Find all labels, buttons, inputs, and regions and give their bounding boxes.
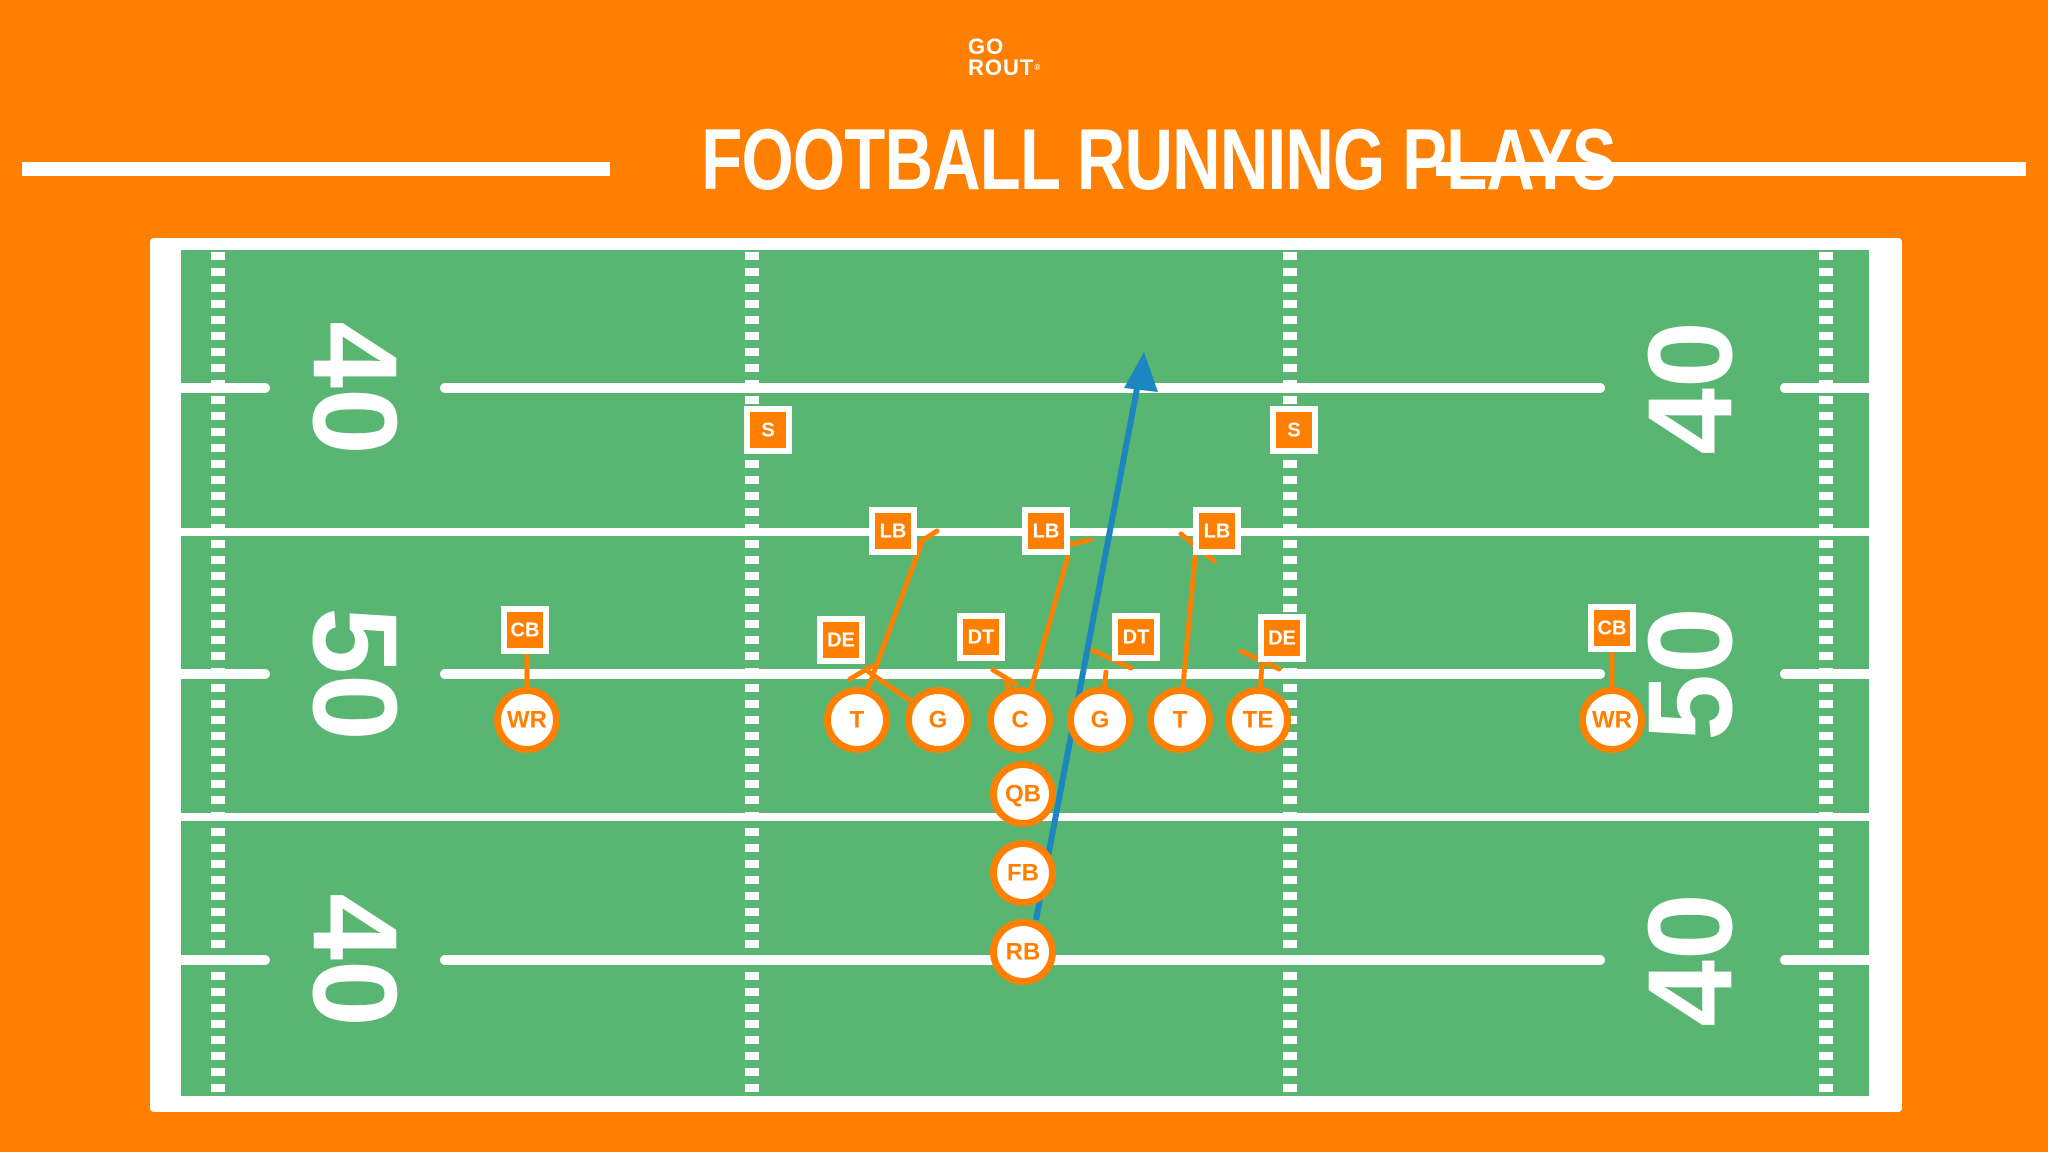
logo-line-2: ROUT® <box>968 55 1042 80</box>
player-disc <box>1074 694 1126 746</box>
player-box-fill <box>750 412 786 448</box>
player-label: DE <box>827 629 855 651</box>
offense-player: T <box>1147 687 1213 753</box>
yard-number-right-1: 40 <box>1624 321 1758 454</box>
goroute-logo: GO ROUT® <box>968 34 1080 80</box>
player-label: LB <box>880 520 907 542</box>
defense-player: S <box>1270 406 1318 454</box>
offense-player: RB <box>990 919 1056 985</box>
defense-player: LB <box>869 507 917 555</box>
player-label: C <box>1011 706 1028 733</box>
player-disc <box>501 694 553 746</box>
player-disc <box>997 768 1049 820</box>
player-box-fill <box>1594 610 1630 646</box>
ball-carrier-route <box>1033 352 1158 921</box>
player-label: LB <box>1204 520 1231 542</box>
player-label: FB <box>1007 859 1039 886</box>
player-box-fill <box>1028 513 1064 549</box>
title-rule-left <box>22 162 610 176</box>
player-box-fill <box>1199 513 1235 549</box>
player-box-fill <box>823 622 859 658</box>
defense-player: CB <box>1588 604 1636 652</box>
player-disc <box>1154 694 1206 746</box>
player-disc <box>1586 694 1638 746</box>
player-label: CB <box>511 619 540 641</box>
player-label: S <box>761 419 774 441</box>
offense-player: G <box>1067 687 1133 753</box>
offense-player: FB <box>990 840 1056 906</box>
offense-player: G <box>905 687 971 753</box>
player-label: CB <box>1598 617 1627 639</box>
player-box-fill <box>1276 412 1312 448</box>
player-disc <box>912 694 964 746</box>
player-label: S <box>1287 419 1300 441</box>
player-label: QB <box>1005 780 1041 807</box>
yard-number-right-2: 50 <box>1624 607 1758 740</box>
defense-player: DE <box>1258 614 1306 662</box>
player-box-fill <box>1118 619 1154 655</box>
player-disc <box>1232 694 1284 746</box>
player-label: TE <box>1243 706 1274 733</box>
player-disc <box>997 926 1049 978</box>
player-label: T <box>850 706 865 733</box>
player-label: RB <box>1006 938 1041 965</box>
offense-player: T <box>824 687 890 753</box>
defense-player: S <box>744 406 792 454</box>
logo-line-1: GO <box>968 34 1005 59</box>
defense-player: LB <box>1022 507 1070 555</box>
player-label: WR <box>507 706 547 733</box>
player-box-fill <box>1264 620 1300 656</box>
defense-player: LB <box>1193 507 1241 555</box>
yard-number-right-3: 40 <box>1624 893 1758 1026</box>
player-label: G <box>929 706 948 733</box>
player-label: LB <box>1033 520 1060 542</box>
player-box-fill <box>507 612 543 648</box>
offense-player: TE <box>1225 687 1291 753</box>
defense-players: S S LB LB LB CB DE DT DT DE CB <box>501 406 1636 664</box>
player-label: DE <box>1268 627 1296 649</box>
title-rule-right <box>1436 162 2026 176</box>
defense-player: DE <box>817 616 865 664</box>
player-label: T <box>1173 706 1188 733</box>
yard-numbers: 40 50 40 40 50 40 <box>287 321 1757 1026</box>
offense-player: C <box>987 687 1053 753</box>
player-label: WR <box>1592 706 1632 733</box>
player-label: DT <box>1123 626 1150 648</box>
offense-players: WR T G C G T TE WR QB FB RB <box>494 687 1645 985</box>
defense-player: CB <box>501 606 549 654</box>
player-disc <box>997 847 1049 899</box>
defense-player: DT <box>1112 613 1160 661</box>
player-label: DT <box>968 626 995 648</box>
offense-player: WR <box>1579 687 1645 753</box>
offense-player: QB <box>990 761 1056 827</box>
offense-player: WR <box>494 687 560 753</box>
player-disc <box>994 694 1046 746</box>
player-disc <box>831 694 883 746</box>
defense-player: DT <box>957 613 1005 661</box>
yard-number-left-3: 40 <box>287 893 421 1026</box>
yard-number-left-2: 50 <box>287 607 421 740</box>
yard-number-left-1: 40 <box>287 321 421 454</box>
player-box-fill <box>963 619 999 655</box>
player-box-fill <box>875 513 911 549</box>
player-label: G <box>1091 706 1110 733</box>
